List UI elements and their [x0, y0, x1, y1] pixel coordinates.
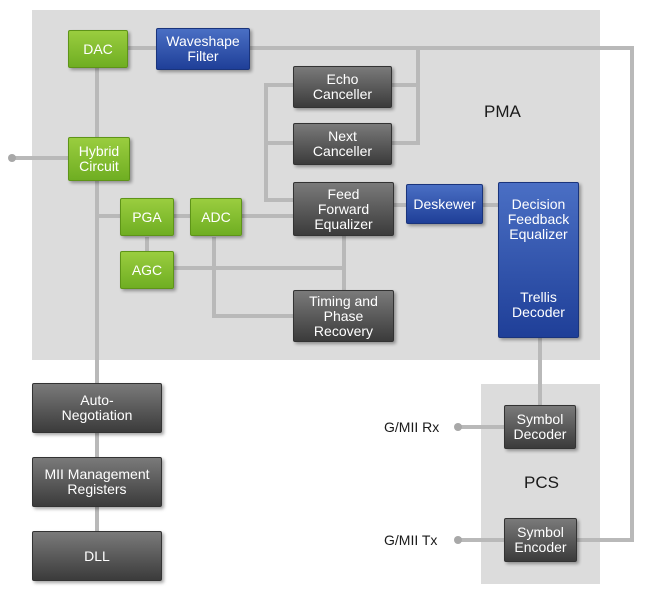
- dfe-trellis-block: Decision Feedback Equalizer Trellis Deco…: [498, 182, 579, 338]
- pga-block: PGA: [120, 198, 174, 236]
- agc-block: AGC: [120, 251, 174, 289]
- deskewer-block: Deskewer: [406, 184, 483, 224]
- symbol-decoder-label: Symbol Decoder: [513, 411, 567, 442]
- wire-echo-tap: [392, 48, 420, 87]
- ffe-block: Feed Forward Equalizer: [293, 182, 394, 236]
- adc-label: ADC: [201, 208, 231, 225]
- hybrid-circuit-label: Hybrid Circuit: [78, 143, 120, 174]
- agc-label: AGC: [131, 261, 163, 278]
- gmii-tx-label: G/MII Tx: [384, 532, 438, 548]
- echo-canceller-block: Echo Canceller: [293, 66, 392, 108]
- line-input-terminal: [8, 154, 16, 162]
- symbol-encoder-block: Symbol Encoder: [504, 518, 577, 562]
- wire-next-tap: [392, 85, 420, 145]
- echo-canceller-label: Echo Canceller: [312, 71, 373, 102]
- next-canceller-label: Next Canceller: [312, 128, 373, 159]
- pcs-label: PCS: [524, 473, 559, 492]
- timing-phase-recovery-label: Timing and Phase Recovery: [309, 292, 378, 339]
- wire-waveshape-to-encoder: [250, 46, 634, 542]
- adc-block: ADC: [190, 198, 242, 236]
- dll-block: DLL: [32, 531, 162, 581]
- gmii-tx-terminal: [454, 536, 462, 544]
- mii-management-registers-block: MII Management Registers: [32, 457, 162, 507]
- mii-management-registers-label: MII Management Registers: [44, 466, 150, 497]
- pga-label: PGA: [132, 208, 162, 225]
- gmii-rx-terminal: [454, 423, 462, 431]
- symbol-encoder-label: Symbol Encoder: [514, 524, 567, 555]
- symbol-decoder-block: Symbol Decoder: [504, 405, 576, 449]
- trellis-decoder-label: Trellis Decoder: [512, 289, 565, 320]
- deskewer-label: Deskewer: [413, 195, 476, 212]
- auto-negotiation-label: Auto- Negotiation: [61, 392, 133, 423]
- waveshape-filter-label: Waveshape Filter: [166, 33, 240, 64]
- next-canceller-block: Next Canceller: [293, 123, 392, 165]
- ffe-label: Feed Forward Equalizer: [314, 185, 373, 232]
- wire-adc-timing: [212, 237, 293, 318]
- dfe-label: Decision Feedback Equalizer: [507, 196, 570, 242]
- pma-label: PMA: [484, 102, 521, 121]
- timing-phase-recovery-block: Timing and Phase Recovery: [293, 290, 394, 342]
- waveshape-filter-block: Waveshape Filter: [156, 28, 250, 70]
- dac-label: DAC: [83, 40, 113, 57]
- hybrid-circuit-block: Hybrid Circuit: [68, 137, 130, 181]
- dac-block: DAC: [68, 30, 128, 68]
- auto-negotiation-block: Auto- Negotiation: [32, 383, 162, 433]
- dll-label: DLL: [84, 547, 110, 564]
- gmii-rx-label: G/MII Rx: [384, 419, 440, 435]
